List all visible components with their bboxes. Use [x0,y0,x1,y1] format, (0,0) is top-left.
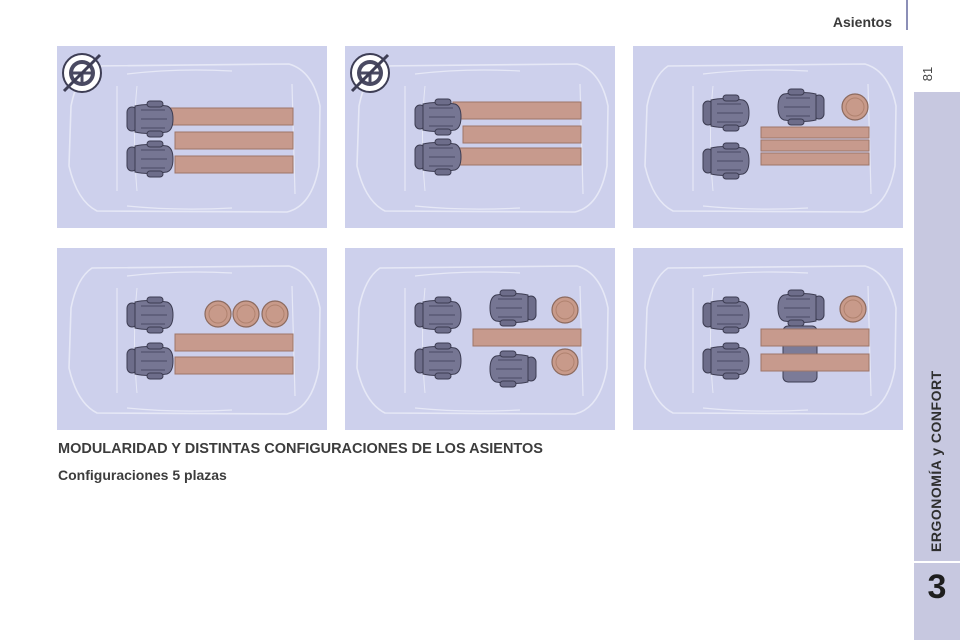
header-title: Asientos [832,14,892,30]
chapter-title: ERGONOMÍA y CONFORT [928,370,944,552]
steering-wheel-icon [349,52,391,94]
seat-config-diagram-5 [345,248,615,430]
section-heading: MODULARIDAD Y DISTINTAS CONFIGURACIONES … [58,441,543,457]
steering-wheel-icon [61,52,103,94]
config-5-illustration [356,265,609,415]
chapter-title-container: ERGONOMÍA y CONFORT [914,92,960,552]
seat-config-diagram-3 [633,46,903,228]
seat-config-diagram-6 [633,248,903,430]
seat-config-diagram-4 [57,248,327,430]
header-rule [906,0,908,30]
config-1-illustration [61,52,321,213]
subsection-heading: Configuraciones 5 plazas [58,467,227,483]
config-4-illustration [68,265,321,415]
chapter-sidebar: ERGONOMÍA y CONFORT 3 [914,92,960,640]
config-6-illustration [644,265,897,415]
config-3-illustration [644,63,897,213]
seat-config-diagram-2 [345,46,615,228]
config-2-illustration [349,52,609,213]
chapter-number: 3 [927,568,947,606]
sidebar-divider [914,561,960,563]
seat-config-diagram-1 [57,46,327,228]
page-number: 81 [920,66,935,82]
